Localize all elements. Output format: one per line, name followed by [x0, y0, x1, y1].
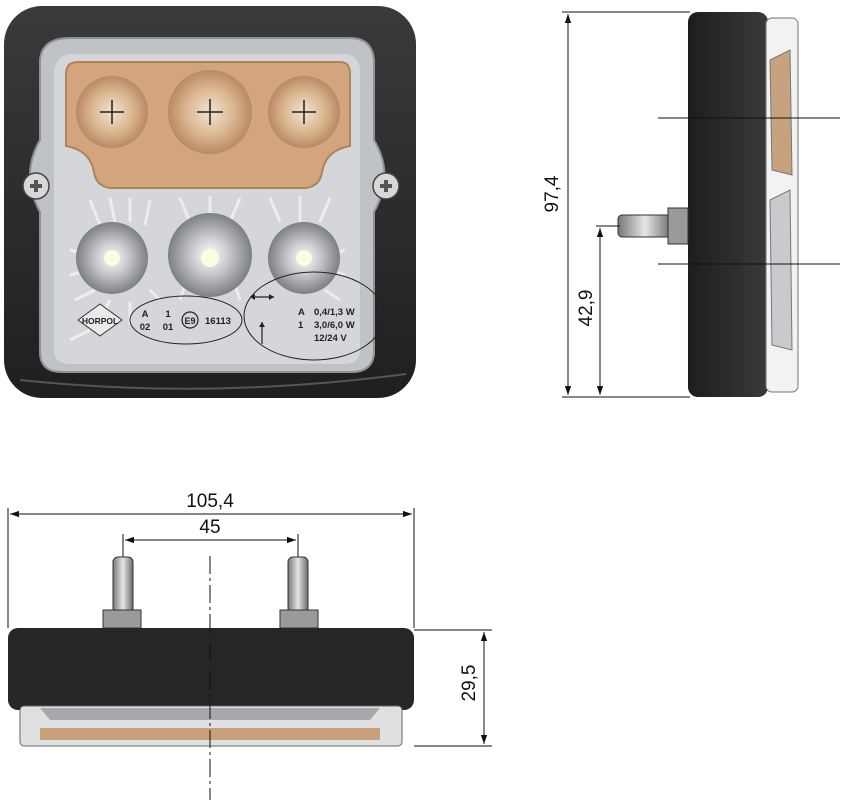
code-bottom-left: 02: [140, 322, 151, 333]
spec-1-code: 1: [298, 320, 304, 331]
side-lens-detail: [769, 49, 793, 176]
side-view: 97,4 42,9: [542, 11, 840, 398]
dim-bolt-spacing: 45: [199, 517, 220, 538]
bottom-view: 105,4 45 29,5: [7, 491, 492, 800]
dim-depth: 29,5: [459, 665, 480, 702]
front-view: HORPOL A 1 02 01 E9 16113 A 0,4/1,3 W 1 …: [4, 6, 416, 398]
white-led-center: [168, 213, 252, 297]
voltage-label: 12/24 V: [314, 333, 347, 344]
dim-width-total: 105,4: [186, 491, 234, 512]
code-bottom-right: 01: [163, 322, 174, 333]
screw-right-icon: [372, 172, 400, 200]
bottom-nut-right: [279, 609, 319, 629]
side-housing: [688, 12, 768, 397]
spec-1-value: 3,0/6,0 W: [314, 320, 355, 331]
code-top-left: A: [142, 309, 149, 320]
front-housing-rim: [19, 373, 407, 390]
bottom-nut-left: [102, 609, 142, 629]
side-nut: [667, 207, 689, 245]
spec-a-value: 0,4/1,3 W: [314, 307, 355, 318]
approval-oval: [129, 295, 243, 345]
screw-left-icon: [22, 172, 50, 200]
side-bolt: [617, 214, 673, 238]
amber-led-right: [268, 76, 340, 148]
brand-label: HORPOL: [82, 316, 118, 326]
dim-height-bolt: 42,9: [576, 290, 597, 327]
white-led-right: [268, 222, 340, 294]
brand-logo: HORPOL: [77, 303, 123, 337]
direction-arrows-icon: [250, 294, 274, 344]
amber-led-center: [168, 70, 252, 154]
white-led-left: [76, 222, 148, 294]
dim-height-total: 97,4: [542, 175, 563, 212]
amber-led-left: [76, 76, 148, 148]
bottom-bolt-left: [112, 556, 134, 614]
spec-a-code: A: [298, 307, 305, 318]
approval-mark-circle: [181, 311, 199, 329]
approval-mark: E9: [184, 316, 195, 326]
code-top-right: 1: [165, 309, 171, 320]
bottom-bolt-right: [287, 556, 309, 614]
spec-oval: [243, 271, 385, 361]
bottom-housing: [8, 628, 414, 710]
approval-number: 16113: [205, 316, 231, 327]
side-lens-detail-clear: [769, 189, 793, 351]
